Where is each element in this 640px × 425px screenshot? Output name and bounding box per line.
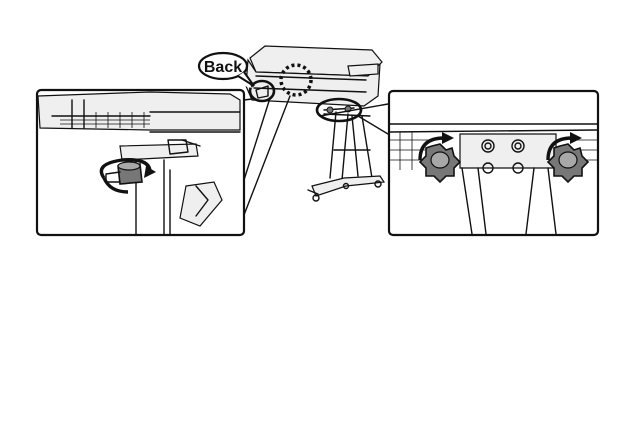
back-label: Back [204, 59, 242, 76]
printer-with-stand [245, 45, 386, 202]
left-detail-marker [248, 79, 276, 103]
star-knob-icon [418, 143, 462, 184]
left-detail-panel [35, 88, 246, 237]
star-knob-icon [546, 143, 590, 184]
back-callout: Back [197, 51, 255, 88]
dotted-highlight [279, 63, 313, 97]
curved-arrow-icon [99, 158, 156, 194]
curved-arrow-icon [418, 132, 454, 161]
curved-arrow-icon [546, 132, 582, 161]
right-detail-marker [315, 97, 363, 123]
right-detail-panel [387, 89, 600, 237]
